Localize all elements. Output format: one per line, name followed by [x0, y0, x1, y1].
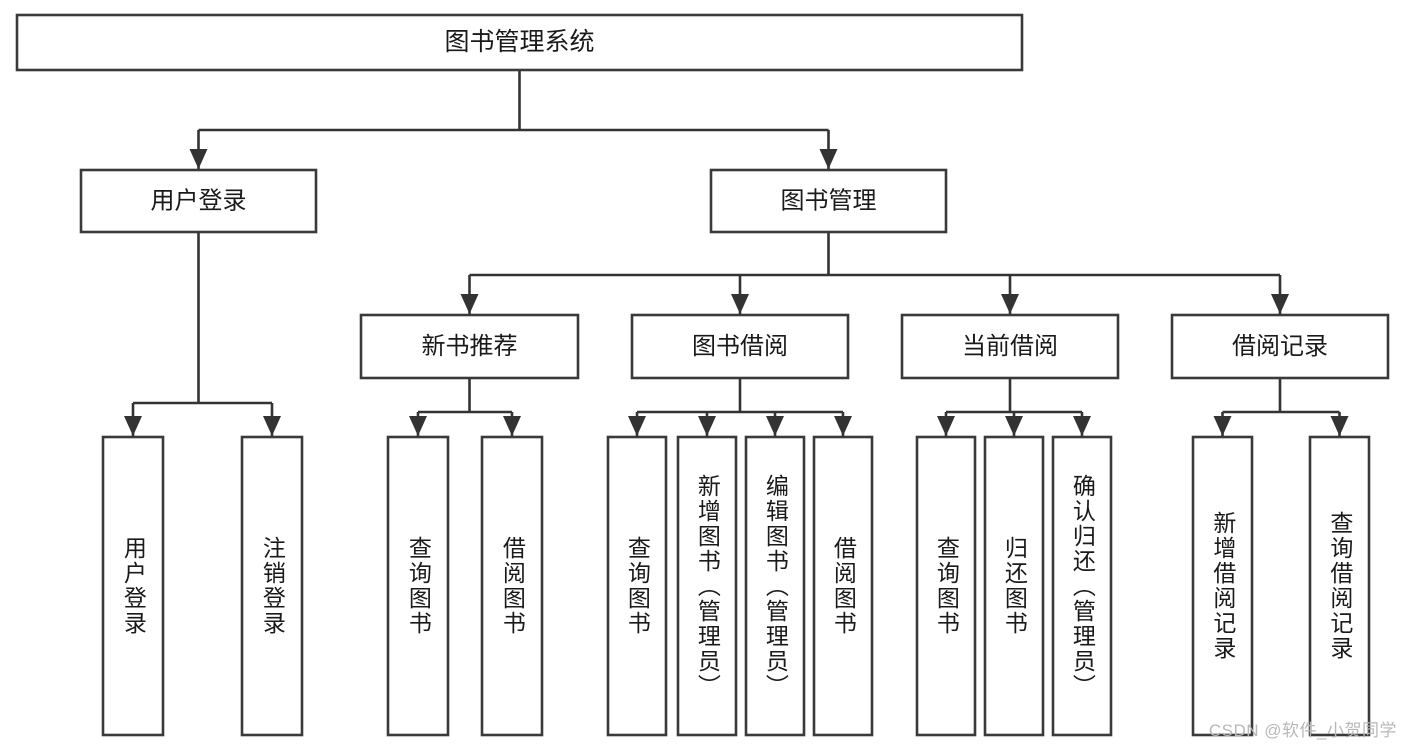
bookmgmt-to-level3-arrow-2	[1001, 294, 1019, 314]
current-to-leaves-arrow-0	[937, 416, 955, 436]
borrow-to-leaves-arrow-1	[698, 416, 716, 436]
level2-node-1-label: 图书管理	[781, 187, 877, 214]
level2-node-0[interactable]	[79, 168, 318, 234]
root-to-level2-arrow-1	[819, 149, 838, 169]
userlogin-to-leaves-arrow-1	[263, 416, 281, 436]
level2-node-0-label: 用户登录	[151, 187, 247, 214]
leaf-node-1[interactable]	[240, 435, 304, 737]
root-node-label: 图书管理系统	[444, 28, 594, 56]
connectors-layer	[124, 70, 1349, 436]
root-to-level2-arrow-0	[189, 149, 208, 169]
level3-node-1[interactable]	[630, 313, 850, 380]
leaf-node-10[interactable]	[1051, 435, 1113, 737]
leaf-node-7[interactable]	[812, 435, 874, 737]
level3-node-2[interactable]	[900, 313, 1120, 380]
record-to-leaves-arrow-1	[1330, 416, 1349, 436]
current-to-leaves-arrow-1	[1005, 416, 1023, 436]
level3-node-1-label: 图书借阅	[692, 333, 788, 360]
borrow-to-leaves-arrow-3	[834, 416, 852, 436]
leaf-node-5[interactable]	[676, 435, 738, 737]
leaf-node-8[interactable]	[915, 435, 977, 737]
bookmgmt-to-level3-arrow-3	[1271, 294, 1289, 314]
newbook-to-leaves-arrow-1	[503, 416, 521, 436]
borrow-to-leaves-arrow-0	[628, 416, 646, 436]
current-to-leaves-arrow-2	[1073, 416, 1091, 436]
boxes-layer	[15, 13, 1390, 737]
level3-node-2-label: 当前借阅	[962, 333, 1058, 360]
level3-node-0[interactable]	[359, 313, 580, 380]
leaf-node-11[interactable]	[1191, 435, 1254, 737]
bookmgmt-to-level3-arrow-0	[460, 294, 479, 314]
level3-node-0-label: 新书推荐	[422, 333, 518, 360]
leaf-node-6[interactable]	[744, 435, 806, 737]
newbook-to-leaves-arrow-0	[409, 416, 427, 436]
root-node[interactable]	[15, 13, 1024, 72]
bookmgmt-to-level3-arrow-1	[731, 294, 749, 314]
csdn-watermark: CSDN @软件_小贺同学	[1208, 721, 1397, 740]
leaf-node-4[interactable]	[606, 435, 668, 737]
leaf-node-0[interactable]	[101, 435, 165, 737]
leaf-node-3[interactable]	[480, 435, 544, 737]
leaf-node-9[interactable]	[983, 435, 1045, 737]
leaf-node-12[interactable]	[1308, 435, 1371, 737]
leaf-node-2[interactable]	[386, 435, 450, 737]
level3-node-3-label: 借阅记录	[1232, 333, 1328, 360]
level3-node-3[interactable]	[1170, 313, 1390, 380]
borrow-to-leaves-arrow-2	[766, 416, 784, 436]
level2-node-1[interactable]	[709, 168, 948, 234]
record-to-leaves-arrow-0	[1213, 416, 1232, 436]
userlogin-to-leaves-arrow-0	[124, 416, 142, 436]
